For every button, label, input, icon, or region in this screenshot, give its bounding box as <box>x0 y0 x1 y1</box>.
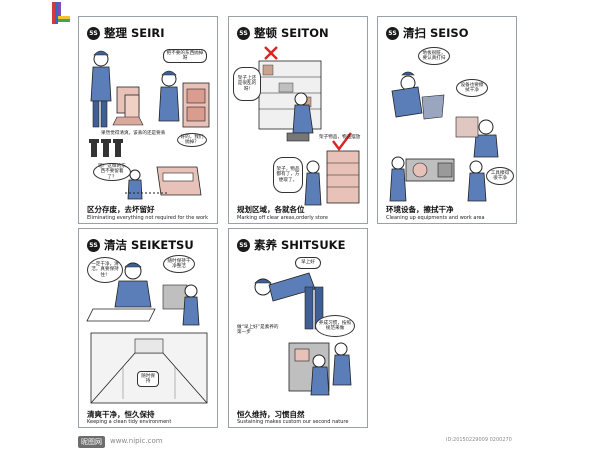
watermark-logo: 昵图网 <box>78 436 105 448</box>
worker-sorting-illustration <box>89 50 210 200</box>
5s-badge-icon: 5S <box>87 238 100 252</box>
speech-bubble: 好的，我们抛掉？ <box>177 133 207 147</box>
panel-caption-en: Keeping a clean tidy environment <box>87 419 172 425</box>
5s-badge-icon: 5S <box>237 238 250 252</box>
speech-bubble: 把不要的东西抛掉呀 <box>163 49 207 63</box>
speech-bubble: 随时保持 <box>137 371 159 387</box>
watermark-url: www.nipic.com <box>110 437 163 445</box>
speech-bubble: 工具擦得很干净 <box>486 167 514 185</box>
panel-caption-cn: 恒久维持，习惯自然 <box>237 410 305 419</box>
panel-title: 5S 素养 SHITSUKE <box>237 237 345 253</box>
panel-title-text: 整理 SEIRI <box>104 26 165 40</box>
greeting-illustration <box>254 272 352 396</box>
5s-badge-icon: 5S <box>386 26 399 40</box>
clean-workplace-illustration <box>86 262 208 404</box>
speech-bubble: 架子，物品都有了，方便取了。 <box>273 157 303 193</box>
cleaning-illustration <box>389 71 499 202</box>
corner-logo-icon <box>52 2 70 24</box>
panel-caption-en: Marking off clear areas,orderly store <box>237 215 328 221</box>
5s-badge-icon: 5S <box>237 26 250 40</box>
panel-title: 5S 清洁 SEIKETSU <box>87 237 194 253</box>
panel-note: 果然觉得清爽，该丢的还是要丢 <box>101 131 166 136</box>
speech-bubble: 设备也要擦拭干净 <box>456 79 488 97</box>
watermark-id: ID:20150229009 0200270 <box>446 437 512 443</box>
panel-caption-cn: 环境设备，擦拭干净 <box>386 205 454 214</box>
panel-caption-en: Sustaining makes custom our second natur… <box>237 419 349 425</box>
panel-note: 架子物品，物品摆放 <box>319 135 361 140</box>
panel-caption-en: Eliminating everything not required for … <box>87 215 208 221</box>
panel-title-text: 整顿 SEITON <box>254 26 329 40</box>
panel-caption-cn: 区分存废，去坏留好 <box>87 205 155 214</box>
panel-title: 5S 整理 SEIRI <box>87 25 165 41</box>
panel-title-text: 清洁 SEIKETSU <box>104 238 194 252</box>
panel-shitsuke: 5S 素养 SHITSUKE 早上好 做“早上好”是素养的第一步 养成习惯，按照… <box>228 228 368 428</box>
panel-caption-cn: 清爽干净，恒久保持 <box>87 410 155 419</box>
speech-bubble: 一定干净，清洁，真要保持住！ <box>87 257 123 283</box>
panel-caption-en: Cleaning up equipments and work area <box>386 215 485 221</box>
shelf-organizing-illustration <box>258 46 360 206</box>
panel-seiketsu: 5S 清洁 SEIKETSU 一定干净，清洁，真要保持住！ 随时保持干净整洁 随… <box>78 228 218 428</box>
5s-badge-icon: 5S <box>87 26 100 40</box>
panel-title: 5S 清扫 SEISO <box>386 25 468 41</box>
panel-title-text: 素养 SHITSUKE <box>254 238 346 252</box>
panel-caption-cn: 规划区域，各就各位 <box>237 205 305 214</box>
panel-title: 5S 整顿 SEITON <box>237 25 329 41</box>
panel-note: 做“早上好”是素养的第一步 <box>237 325 279 336</box>
speech-bubble: 随时保持干净整洁 <box>163 255 195 273</box>
panel-title-text: 清扫 SEISO <box>403 26 469 40</box>
speech-bubble: 早上好 <box>295 257 321 269</box>
speech-bubble: 架子上还是很乱的呀! <box>233 67 261 101</box>
panel-seiri: 5S 整理 SEIRI 把不要的东西抛掉呀 嗯！这样的 <box>78 16 218 224</box>
panel-seiso: 5S 清扫 SEISO 地板很脏，要认真打扫 设备也要擦拭干净 工具擦得很干净 … <box>377 16 517 224</box>
speech-bubble: 养成习惯，按照规范来做 <box>315 315 355 337</box>
panel-seiton: 5S 整顿 SEITON 架子上还是很乱的呀! 架子，物品都有了，方便取了。 架… <box>228 16 368 224</box>
speech-bubble: 嗯！这样的东西不要留着了？ <box>93 163 131 181</box>
speech-bubble: 地板很脏，要认真打扫 <box>418 47 450 65</box>
